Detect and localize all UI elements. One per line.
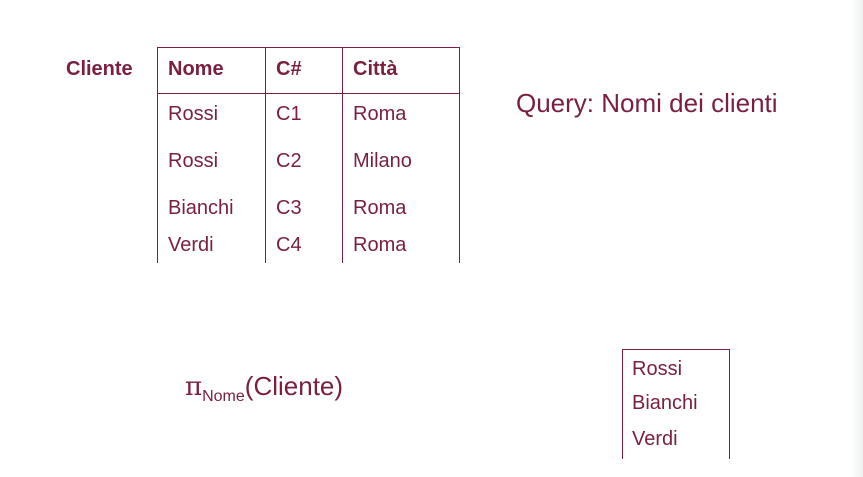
table-cell: C1 bbox=[276, 103, 302, 125]
table-cell: Roma bbox=[353, 234, 407, 256]
table-cell: C3 bbox=[276, 197, 302, 219]
result-row: Verdi bbox=[632, 428, 678, 450]
result-row: Bianchi bbox=[632, 392, 698, 414]
result-top-border bbox=[622, 349, 730, 350]
projection-formula: πNome(Cliente) bbox=[185, 371, 343, 406]
table-cell: Roma bbox=[353, 103, 407, 125]
table-cell: C4 bbox=[276, 234, 302, 256]
column-header-nome: Nome bbox=[168, 58, 224, 80]
relation-name: Cliente bbox=[66, 58, 133, 80]
slide-edge bbox=[851, 0, 863, 477]
table-cell: Rossi bbox=[168, 103, 219, 125]
table-top-border bbox=[157, 47, 460, 48]
table-cell: Milano bbox=[353, 150, 412, 172]
table-cell: C2 bbox=[276, 150, 302, 172]
column-header-citta: Città bbox=[353, 58, 398, 80]
table-column-line bbox=[265, 47, 266, 263]
table-cell: Roma bbox=[353, 197, 407, 219]
projection-symbol: π bbox=[185, 372, 203, 402]
table-column-line bbox=[459, 47, 460, 263]
result-right-border bbox=[729, 349, 730, 459]
result-left-border bbox=[622, 349, 623, 459]
column-header-cnum: C# bbox=[276, 58, 302, 80]
projection-argument: (Cliente) bbox=[244, 371, 344, 401]
table-column-line bbox=[157, 47, 158, 263]
table-cell: Rossi bbox=[168, 150, 219, 172]
table-cell: Bianchi bbox=[168, 197, 234, 219]
table-cell: Verdi bbox=[168, 234, 214, 256]
projection-attribute: Nome bbox=[202, 388, 245, 405]
table-header-border bbox=[157, 93, 460, 94]
query-title: Query: Nomi dei clienti bbox=[516, 88, 778, 118]
table-column-line bbox=[342, 47, 343, 263]
result-row: Rossi bbox=[632, 358, 683, 380]
